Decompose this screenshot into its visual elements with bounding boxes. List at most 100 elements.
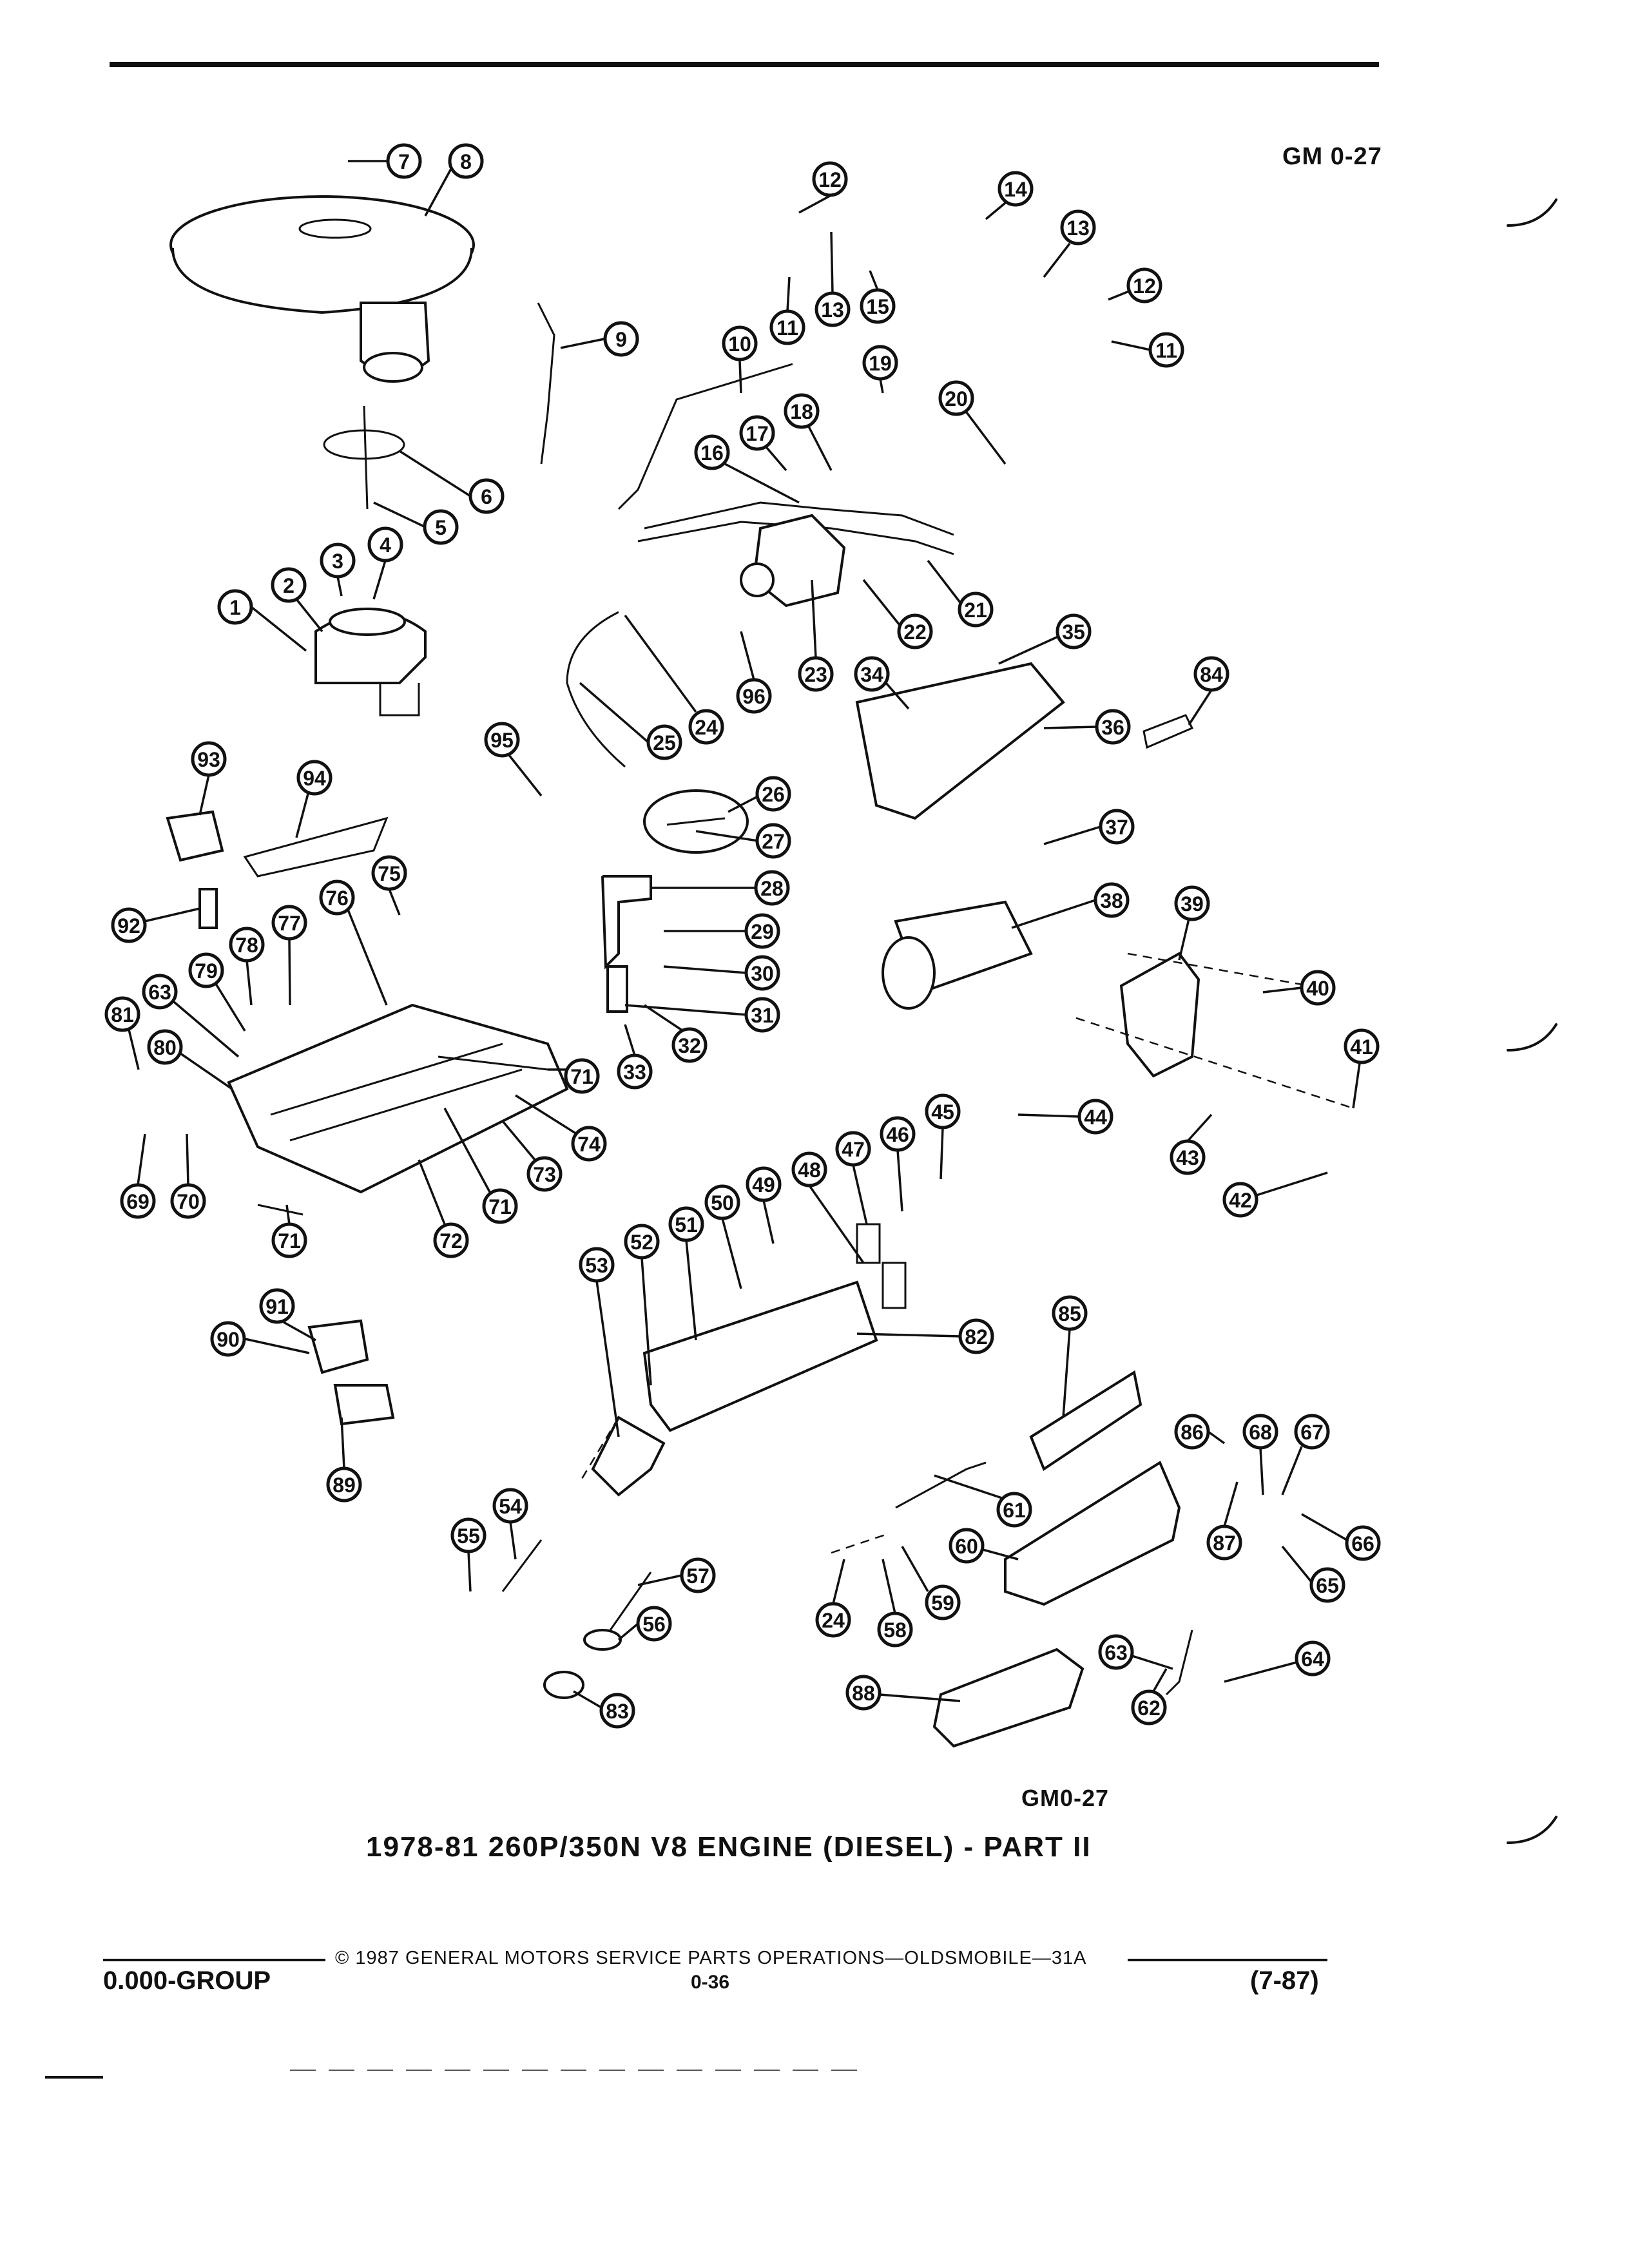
callout-label: 91	[265, 1295, 289, 1318]
callout-circle	[845, 1675, 882, 1711]
callout-circle	[564, 1058, 600, 1094]
callout-label: 24	[695, 716, 718, 739]
callout-circle	[326, 1466, 362, 1503]
callout-circle	[704, 1184, 740, 1220]
callout-label: 24	[822, 1609, 845, 1632]
callout-label: 90	[217, 1328, 240, 1351]
callout-75: 75	[371, 855, 407, 891]
callout-33: 33	[617, 1053, 653, 1090]
callout-90: 90	[210, 1321, 246, 1357]
callout-39: 39	[1174, 885, 1210, 921]
callout-circle	[386, 143, 422, 179]
callout-69: 69	[120, 1183, 156, 1219]
callout-circle	[694, 434, 730, 470]
callout-25: 25	[646, 724, 682, 760]
callout-circle	[1242, 1414, 1278, 1450]
callout-43: 43	[1170, 1139, 1206, 1175]
callout-45: 45	[925, 1093, 961, 1129]
bottom-scan-dash	[290, 2070, 870, 2071]
callout-73: 73	[526, 1156, 563, 1192]
callout-circle	[938, 380, 974, 416]
callout-label: 27	[762, 830, 785, 853]
callout-label: 6	[481, 485, 492, 508]
callout-circle	[646, 724, 682, 760]
callout-label: 93	[197, 748, 220, 771]
callout-label: 9	[615, 328, 627, 351]
callout-70: 70	[170, 1183, 206, 1219]
callout-circle	[784, 393, 820, 429]
callout-label: 85	[1058, 1302, 1081, 1325]
callout-16: 16	[694, 434, 730, 470]
top-rule	[110, 62, 1379, 67]
callout-71: 71	[271, 1222, 307, 1258]
callout-label: 86	[1181, 1421, 1204, 1444]
callout-circle	[423, 509, 459, 545]
callout-95: 95	[484, 722, 520, 758]
callout-77: 77	[271, 905, 307, 941]
callout-label: 67	[1300, 1421, 1324, 1444]
callout-circle	[104, 996, 140, 1032]
callout-label: 53	[585, 1254, 608, 1277]
callout-2: 2	[271, 567, 307, 603]
callout-circle	[739, 415, 775, 451]
callout-label: 71	[278, 1229, 301, 1253]
callout-51: 51	[668, 1206, 704, 1242]
callout-62: 62	[1131, 1689, 1167, 1725]
callout-circle	[1077, 1099, 1113, 1135]
callout-label: 95	[490, 729, 514, 752]
callout-11: 11	[1148, 332, 1184, 368]
callout-circle	[147, 1029, 183, 1065]
callout-circle	[111, 907, 147, 943]
callout-86: 86	[1174, 1414, 1210, 1450]
callout-15: 15	[860, 288, 896, 324]
callout-label: 12	[1133, 274, 1156, 298]
callout-label: 63	[1104, 1641, 1128, 1664]
callout-68: 68	[1242, 1414, 1278, 1450]
callout-label: 36	[1101, 716, 1124, 739]
callout-65: 65	[1309, 1567, 1345, 1603]
callout-label: 48	[798, 1158, 821, 1182]
callout-80: 80	[147, 1029, 183, 1065]
callout-label: 2	[283, 574, 294, 597]
callout-7: 7	[386, 143, 422, 179]
callout-circle	[854, 656, 890, 692]
callout-82: 82	[958, 1318, 994, 1354]
callout-94: 94	[296, 760, 333, 796]
callout-53: 53	[579, 1247, 615, 1283]
callout-label: 58	[883, 1619, 907, 1642]
callout-78: 78	[229, 927, 265, 963]
callout-label: 5	[435, 516, 447, 539]
callout-19: 19	[862, 345, 898, 381]
callout-31: 31	[744, 997, 780, 1033]
callout-circle	[624, 1224, 660, 1260]
callout-circle	[680, 1557, 716, 1593]
callout-label: 63	[148, 981, 171, 1004]
callout-label: 79	[195, 959, 218, 983]
callout-label: 71	[570, 1065, 593, 1088]
callout-circle	[320, 543, 356, 579]
callout-label: 10	[728, 332, 751, 356]
figure-title: 1978-81 260P/350N V8 ENGINE (DIESEL) - P…	[366, 1831, 1092, 1863]
callout-label: 56	[642, 1613, 666, 1636]
callout-label: 92	[117, 914, 140, 937]
callout-circle	[1098, 1634, 1134, 1670]
callout-label: 84	[1200, 663, 1223, 686]
callout-label: 4	[380, 533, 391, 557]
callout-label: 61	[1003, 1499, 1026, 1522]
callout-circle	[791, 1151, 827, 1187]
callout-63: 63	[142, 974, 178, 1010]
callout-circle	[835, 1131, 871, 1167]
callout-circle	[1345, 1525, 1381, 1561]
callout-label: 65	[1316, 1574, 1339, 1597]
callout-label: 13	[821, 298, 844, 322]
callout-label: 39	[1181, 892, 1204, 916]
callout-87: 87	[1206, 1524, 1242, 1561]
callout-circle	[862, 345, 898, 381]
callout-circle	[1309, 1567, 1345, 1603]
callout-circle	[271, 567, 307, 603]
callout-41: 41	[1344, 1028, 1380, 1064]
callout-circle	[1126, 267, 1162, 303]
callout-81: 81	[104, 996, 140, 1032]
callout-6: 6	[468, 478, 505, 514]
